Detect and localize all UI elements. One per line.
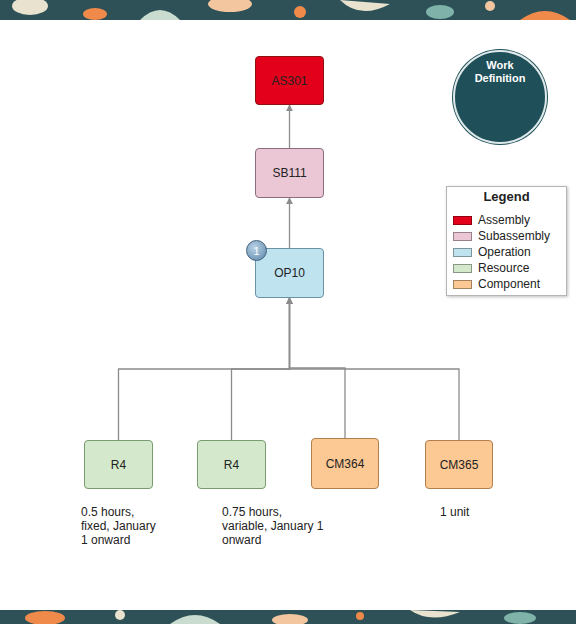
legend-item: Assembly (453, 213, 530, 227)
connector-arrow (232, 298, 290, 440)
connector-arrow (289, 198, 290, 248)
resource-note: 0.75 hours, variable, January 1 onward (222, 505, 328, 547)
node-label: R4 (224, 458, 239, 472)
legend-item: Operation (453, 245, 531, 259)
legend-text: Assembly (478, 213, 530, 227)
legend-swatch (453, 248, 472, 257)
connector-arrow (290, 298, 346, 438)
callout-number: 1 (246, 240, 267, 261)
legend-item: Resource (453, 261, 529, 275)
component-box: CM364 (311, 438, 379, 489)
connector-arrow (119, 298, 290, 440)
legend-title: Legend (446, 190, 567, 204)
node-label: AS301 (271, 74, 307, 88)
resource-box: R4 (197, 440, 266, 489)
top-band (0, 0, 576, 20)
subassembly-box: SB111 (255, 148, 324, 198)
node-label: R4 (111, 458, 126, 472)
connector-arrow (289, 105, 290, 148)
node-label: CM365 (440, 458, 479, 472)
node-label: SB111 (272, 166, 306, 180)
legend-swatch (453, 232, 472, 241)
connector-arrow (290, 298, 460, 440)
node-label: CM364 (326, 457, 365, 471)
assembly-box: AS301 (255, 56, 324, 105)
legend-swatch (453, 280, 472, 289)
legend-item: Component (453, 277, 540, 291)
component-note: 1 unit (440, 505, 500, 519)
legend-text: Resource (478, 261, 529, 275)
resource-note: 0.5 hours, fixed, January 1 onward (81, 505, 165, 547)
legend-swatch (453, 264, 472, 273)
legend-item: Subassembly (453, 229, 550, 243)
node-label: OP10 (274, 266, 305, 280)
resource-box: R4 (84, 440, 153, 489)
legend-text: Component (478, 277, 540, 291)
legend-text: Operation (478, 245, 531, 259)
component-box: CM365 (425, 440, 493, 489)
connector-group (119, 105, 460, 440)
bottom-band (0, 610, 576, 624)
badge-text: Work Definition (469, 59, 531, 85)
legend-swatch (453, 216, 472, 225)
legend-text: Subassembly (478, 229, 550, 243)
badge-circle: Work Definition (453, 50, 547, 144)
